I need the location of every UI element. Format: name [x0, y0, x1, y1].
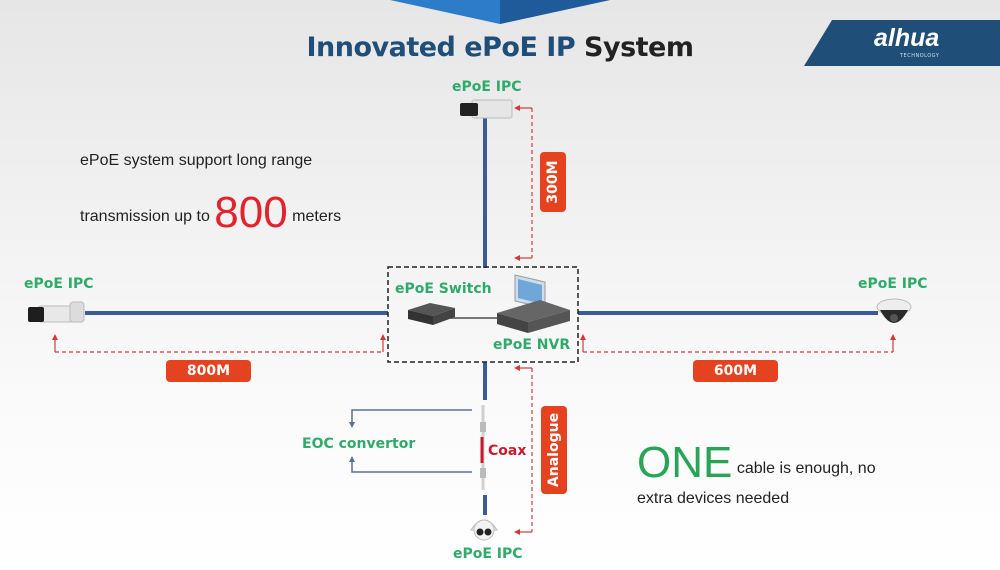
arrow-up	[52, 334, 58, 340]
label-nvr: ePoE NVR	[493, 337, 571, 353]
logo-text: alhua	[874, 24, 940, 52]
distance-bottom-text: Analogue	[546, 412, 562, 488]
nvr-icon	[497, 274, 570, 333]
intro-line1: ePoE system support long range	[80, 152, 313, 169]
title-part2: System	[584, 32, 694, 63]
label-coax: Coax	[488, 443, 527, 459]
arrow-left	[514, 529, 520, 535]
dahua-logo: alhua TECHNOLOGY	[804, 20, 1000, 66]
eoc-arrow-head-down	[349, 422, 355, 428]
intro-line2-post: meters	[292, 208, 342, 225]
distance-badge-left: 800M	[166, 360, 251, 382]
label-switch: ePoE Switch	[395, 281, 492, 297]
arrow-left	[514, 255, 520, 261]
distance-badge-top: 300M	[540, 152, 566, 212]
arrow-up	[580, 334, 586, 340]
eoc-arrow-in	[351, 460, 472, 473]
arrow-left	[514, 105, 520, 111]
distance-badge-right: 600M	[693, 360, 778, 382]
distance-badge-bottom: Analogue	[541, 406, 567, 494]
distance-top-text: 300M	[545, 160, 561, 204]
label-left-camera: ePoE IPC	[24, 276, 94, 292]
label-eoc-convertor: EOC convertor	[302, 436, 416, 452]
note-line2: extra devices needed	[637, 490, 790, 507]
note-line1-text: cable is enough, no	[736, 460, 876, 477]
box-camera-icon	[460, 99, 513, 119]
label-top-camera: ePoE IPC	[452, 79, 522, 95]
eoc-arrow-out	[351, 409, 472, 424]
title-part1: Innovated ePoE IP	[306, 32, 576, 63]
dome-camera-icon	[876, 298, 912, 323]
one-highlight: ONE	[637, 438, 733, 487]
logo-tagline: TECHNOLOGY	[900, 53, 940, 59]
note-line1: ONE cable is enough, no	[637, 438, 876, 488]
page-title: Innovated ePoE IP System	[0, 32, 1000, 63]
core-device-box	[387, 266, 579, 363]
label-bottom-camera: ePoE IPC	[453, 546, 523, 562]
range-highlight: 800	[214, 188, 288, 237]
intro-line2-pre: transmission up to	[80, 208, 210, 225]
intro-line2: transmission up to 800 meters	[80, 188, 341, 238]
arrow-left	[514, 365, 520, 371]
arrow-up	[890, 334, 896, 340]
switch-icon	[408, 303, 455, 325]
eoc-arrow-head-up	[349, 456, 355, 462]
bullet-camera-icon	[28, 301, 85, 323]
arrow-up	[380, 334, 386, 340]
label-right-camera: ePoE IPC	[858, 276, 928, 292]
eyeball-camera-icon	[470, 519, 498, 541]
connector-top	[480, 422, 486, 432]
header-decoration-shade	[500, 0, 610, 24]
connector-bottom	[480, 468, 486, 478]
